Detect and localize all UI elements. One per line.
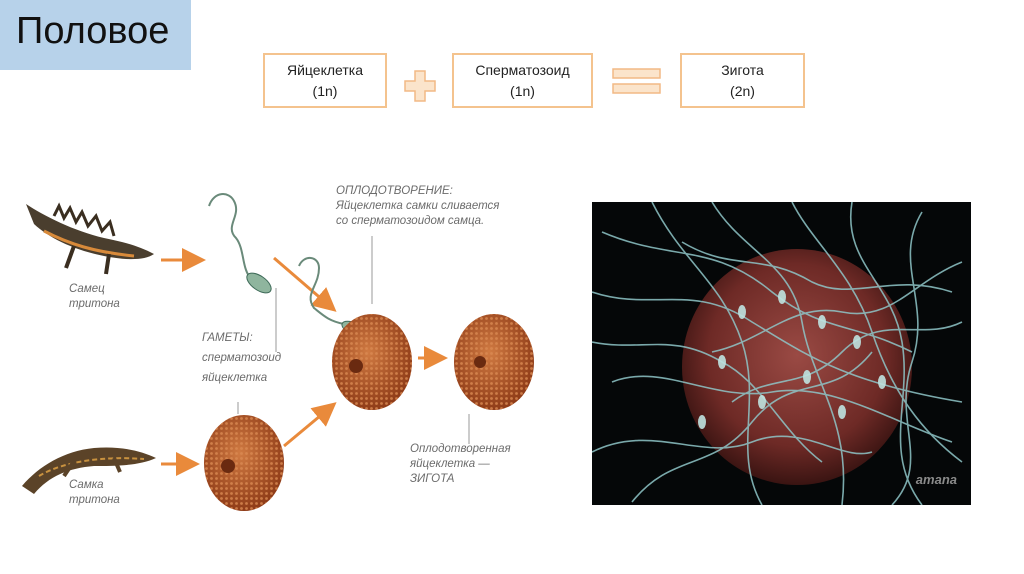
zygote-ploidy: (2n) [730,83,755,99]
fertilization-caption-line3: со сперматозоидом самца. [336,215,485,227]
egg-box: Яйцеклетка (1n) [263,53,387,108]
photo-watermark: amana [915,472,957,487]
egg-cell-female [204,415,284,511]
fertilization-caption-line2: Яйцеклетка самки сливается [336,200,500,212]
slide-title: Половое [16,10,170,52]
fertilization-caption-line1: ОПЛОДОТВОРЕНИЕ: [336,185,453,197]
female-newt-label-line1: Самка [69,479,104,491]
sperm-label: Сперматозоид [475,62,570,78]
gametes-label-title: ГАМЕТЫ: [202,332,253,344]
fertilization-caption: ОПЛОДОТВОРЕНИЕ: Яйцеклетка самки сливает… [336,184,499,229]
equals-icon [612,68,661,94]
fertilization-illustration: ОПЛОДОТВОРЕНИЕ: Яйцеклетка самки сливает… [14,176,534,516]
gametes-label-egg: яйцеклетка [202,372,268,384]
slide-title-panel: Половое [0,0,191,70]
sperm-ploidy: (1n) [510,83,535,99]
illustration-graphics [22,193,534,511]
male-newt [26,202,154,275]
zygote-label: Зигота [721,62,764,78]
female-newt [22,447,156,494]
gametes-label-sperm: сперматозоид [202,352,282,364]
sperm-cell [208,193,272,294]
egg-label: Яйцеклетка [287,62,363,78]
zygote-box: Зигота (2n) [680,53,805,108]
sperm-heads [698,290,886,429]
plus-icon [404,70,436,102]
male-newt-label-line2: тритона [69,298,120,310]
zygote-caption-line2: яйцеклетка — [410,458,490,470]
zygote-caption-line3: ЗИГОТА [410,473,455,485]
sperm-tails [592,202,963,505]
sperm-box: Сперматозоид (1n) [452,53,593,108]
female-newt-label-line2: тритона [69,494,120,506]
zygote-caption: Оплодотворенная яйцеклетка — ЗИГОТА [410,442,511,487]
male-newt-label-line1: Самец [69,283,105,295]
zygote-caption-line1: Оплодотворенная [410,443,511,455]
micrograph-graphic [592,202,963,505]
male-newt-label: Самец тритона [69,282,120,312]
zygote-cell [454,314,534,410]
gametes-label: ГАМЕТЫ: сперматозоид яйцеклетка [202,331,281,386]
micrograph-photo: amana [592,202,971,505]
female-newt-label: Самка тритона [69,478,120,508]
egg-ploidy: (1n) [312,83,338,99]
egg-cell-fertilizing [332,314,412,410]
